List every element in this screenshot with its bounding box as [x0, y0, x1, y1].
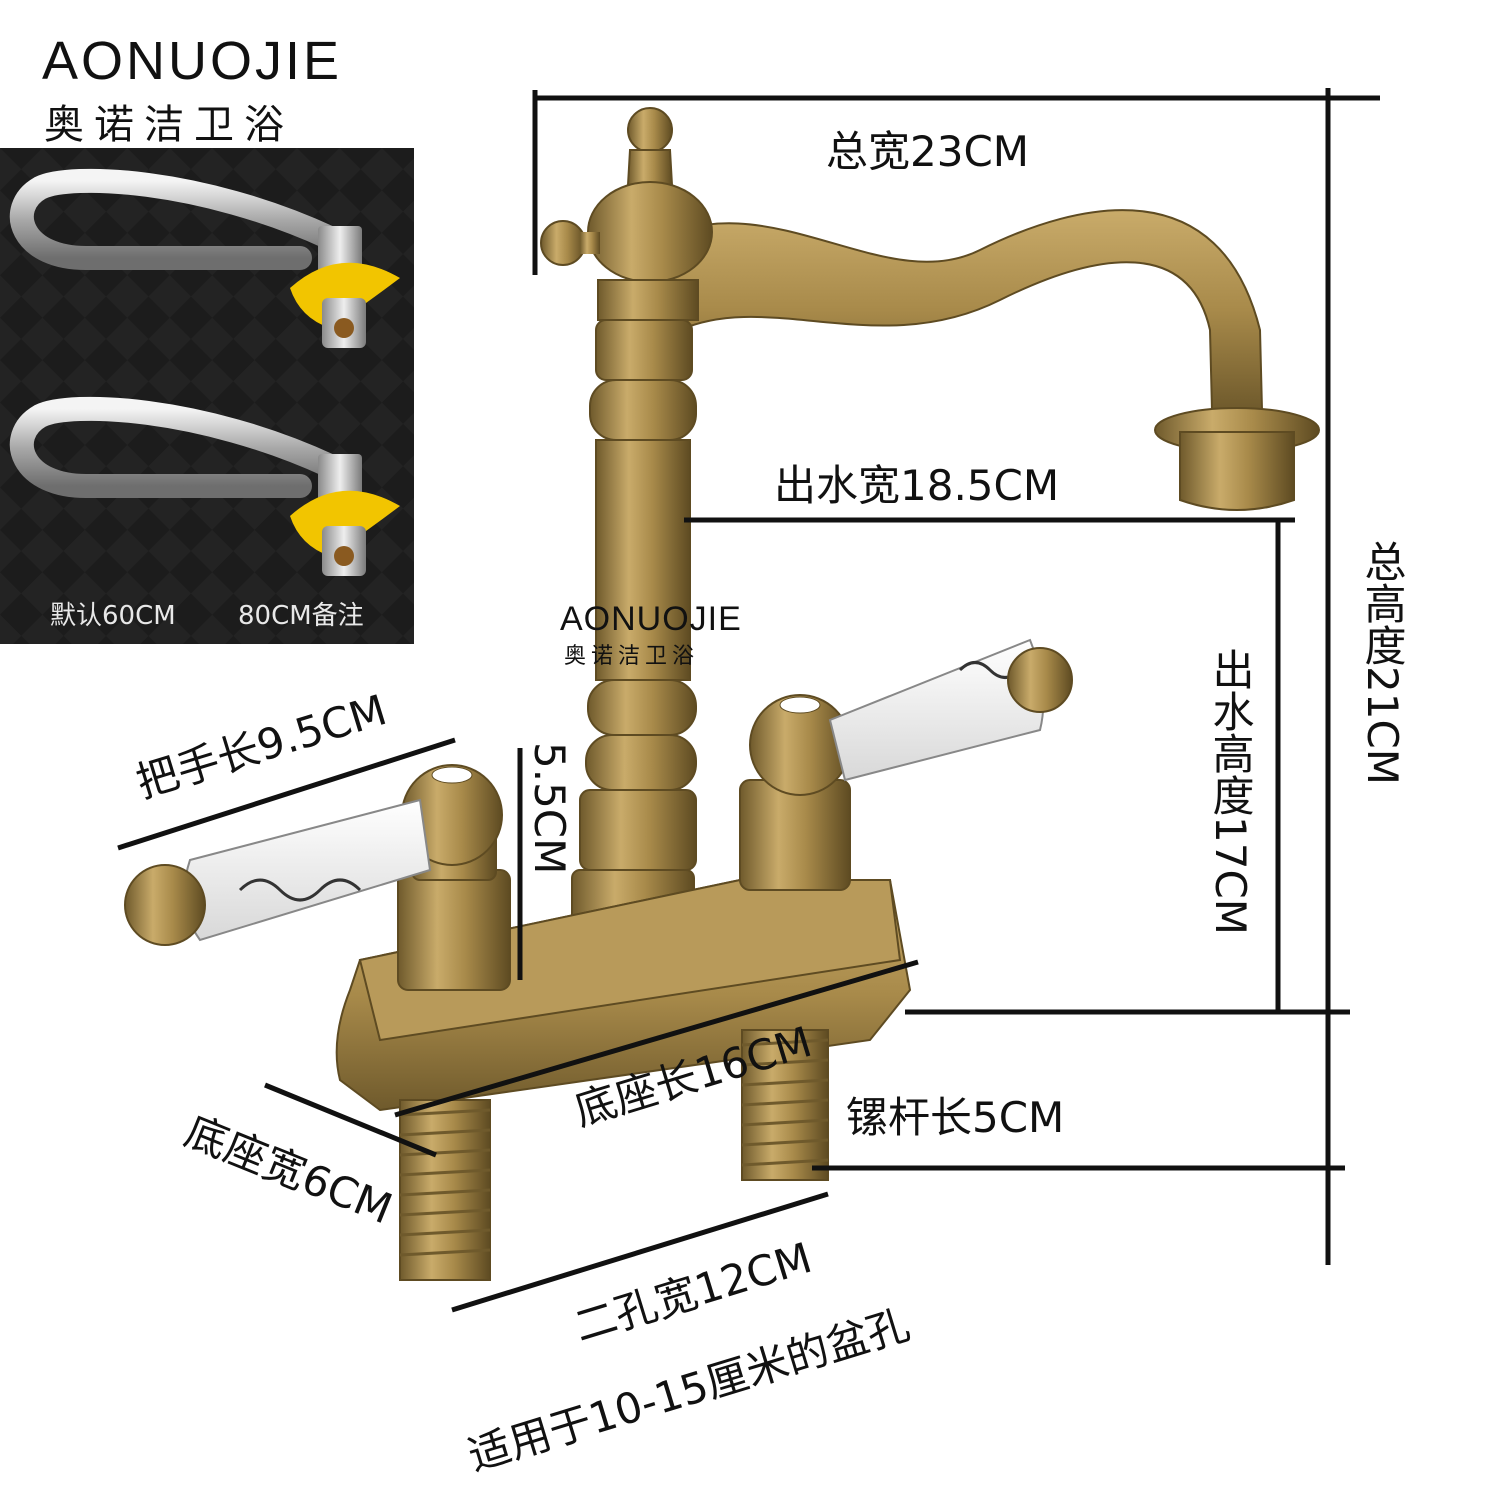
rod-length-label: 镙杆长5CM — [846, 1093, 1065, 1142]
faucet-column — [597, 279, 699, 321]
faucet-spout — [638, 209, 1264, 411]
threaded-rod-left — [399, 1099, 491, 1281]
right-handle — [739, 638, 1073, 891]
total-height-label: 总高度21CM — [1358, 540, 1407, 786]
hose-2 — [10, 396, 400, 576]
brand-logo-text: AONUOJIE — [42, 31, 343, 91]
outlet-height-label: 出水高度17CM — [1206, 648, 1255, 936]
threaded-rod-right — [741, 1029, 829, 1181]
hose-caption-default: 默认60CM — [50, 601, 176, 631]
watermark-chinese: 奥诺洁卫浴 — [564, 644, 700, 669]
hose-1 — [10, 168, 400, 348]
hose-accessory-panel: 默认60CM 80CM备注 — [0, 148, 414, 644]
left-handle — [124, 764, 511, 991]
outlet-width-label: 出水宽18.5CM — [774, 461, 1060, 510]
riser-height-label: 5.5CM — [525, 742, 574, 875]
total-width-label: 总宽23CM — [826, 127, 1030, 176]
hose-caption-optional: 80CM备注 — [238, 601, 364, 631]
dimension-lines — [117, 88, 1380, 1313]
watermark-text: AONUOJIE — [560, 600, 742, 638]
brand-logo-chinese: 奥诺洁卫浴 — [44, 102, 294, 148]
hose-illustration — [0, 148, 414, 644]
